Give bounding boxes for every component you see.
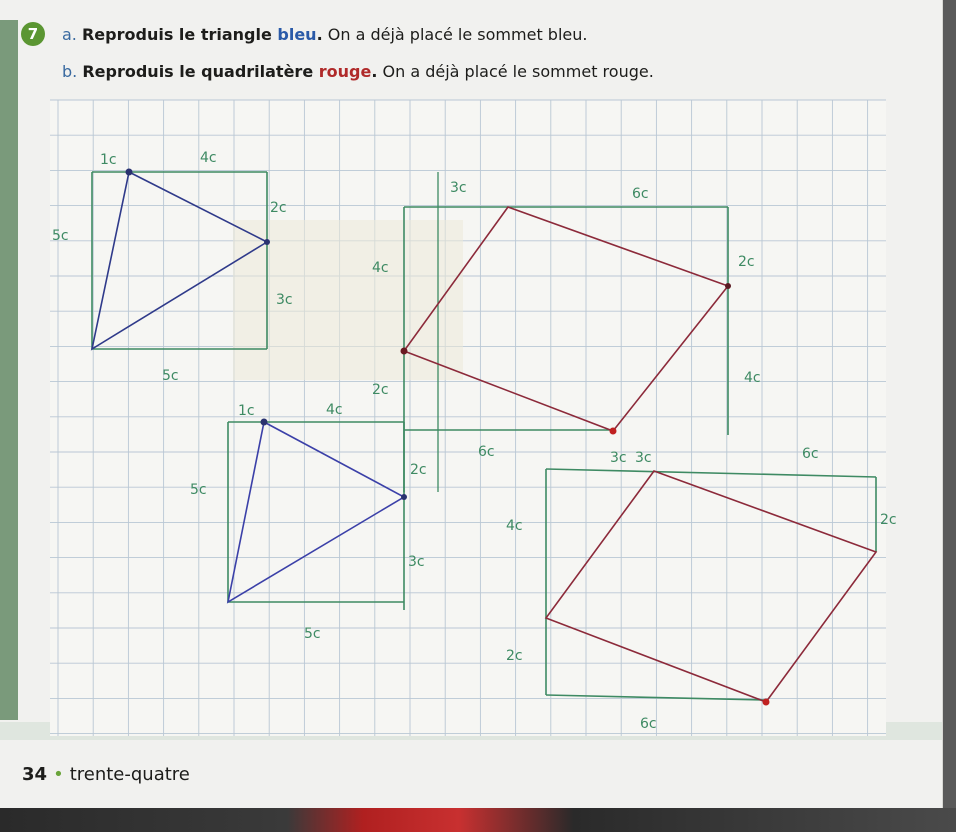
instruction-b: b. Reproduis le quadrilatère rouge. On a… bbox=[62, 62, 654, 81]
footer-dot-icon: • bbox=[53, 764, 64, 785]
t2-label-right-top: 2c bbox=[410, 462, 427, 478]
workbook-page: 7 a. Reproduis le triangle bleu. On a dé… bbox=[0, 0, 942, 808]
instruction-b-rest: On a déjà placé le sommet rouge. bbox=[377, 62, 654, 81]
exercise-number-badge: 7 bbox=[21, 22, 45, 46]
tape-patch bbox=[233, 220, 463, 380]
triangle-2-construction: 1c 4c 5c 2c 3c 5c bbox=[190, 402, 427, 642]
q1-label-left-bottom: 2c bbox=[372, 382, 389, 398]
t1-label-top: 4c bbox=[200, 150, 217, 166]
t2-label-bottom: 5c bbox=[304, 626, 321, 642]
instruction-b-bold: Reproduis le quadrilatère rouge. bbox=[82, 62, 377, 81]
t2-label-right-bottom: 3c bbox=[408, 554, 425, 570]
q2-label-top-left: 3c bbox=[635, 450, 652, 466]
q1-vertex-left bbox=[400, 347, 408, 355]
q1-label-left-top: 4c bbox=[372, 260, 389, 276]
q2-label-top: 6c bbox=[802, 446, 819, 462]
exercise-number: 7 bbox=[27, 25, 39, 43]
triangle-1 bbox=[90, 170, 269, 351]
page-margin-bar bbox=[0, 20, 18, 720]
q2-top-guide bbox=[545, 468, 877, 478]
triangle-2 bbox=[226, 420, 406, 604]
t2-label-left: 5c bbox=[190, 482, 207, 498]
instruction-a-bold: Reproduis le triangle bleu. bbox=[82, 25, 323, 44]
instruction-a-bold-end: . bbox=[316, 25, 323, 44]
q1-vertex-right bbox=[725, 283, 731, 289]
q2-label-left-bottom: 2c bbox=[506, 648, 523, 664]
instruction-a: a. Reproduis le triangle bleu. On a déjà… bbox=[62, 25, 587, 44]
instruction-b-colored-word: rouge bbox=[318, 62, 372, 81]
t1-label-right-top: 2c bbox=[270, 200, 287, 216]
instruction-a-colored-word: bleu bbox=[277, 25, 317, 44]
t2-vertex-right bbox=[401, 494, 407, 500]
background-strip bbox=[0, 808, 956, 832]
q1-label-top-left: 3c bbox=[450, 180, 467, 196]
t1-vertex-right bbox=[264, 239, 270, 245]
q2-label-left-top: 4c bbox=[506, 518, 523, 534]
page-number-words: trente-quatre bbox=[69, 764, 190, 785]
drawing-grid: 1c 4c 5c 2c 3c 5c 1c 4c 5c 2c 3c bbox=[50, 99, 897, 736]
t1-label-bottom: 5c bbox=[162, 368, 179, 384]
instruction-b-bold-end: . bbox=[371, 62, 378, 81]
t2-label-top: 4c bbox=[326, 402, 343, 418]
page-number: 34 bbox=[22, 764, 48, 785]
q2-label-bottom: 6c bbox=[640, 716, 657, 732]
page-footer: 34•trente-quatre bbox=[22, 764, 190, 785]
quadrilateral-2-construction: 3c 6c 2c 4c 2c 6c bbox=[506, 446, 897, 732]
q1-label-right-bottom: 4c bbox=[744, 370, 761, 386]
triangle-1-construction: 1c 4c 5c 2c 3c 5c bbox=[52, 150, 293, 384]
t1-label-right-bottom: 3c bbox=[276, 292, 293, 308]
q1-label-right-top: 2c bbox=[738, 254, 755, 270]
instruction-a-letter: a. bbox=[62, 25, 77, 44]
q1-label-bottom-right: 3c bbox=[610, 450, 627, 466]
quadrilateral-1-construction: 3c 6c 4c 2c 2c 4c 6c 3c bbox=[372, 172, 761, 492]
grid-lines bbox=[50, 99, 886, 736]
t1-label-top-left: 1c bbox=[100, 152, 117, 168]
q1-vertex-red bbox=[609, 427, 617, 435]
q2-bottom-guide bbox=[545, 694, 767, 701]
instruction-a-rest: On a déjà placé le sommet bleu. bbox=[322, 25, 588, 44]
q2-vertex-red bbox=[762, 698, 770, 706]
q1-label-bottom-left: 6c bbox=[478, 444, 495, 460]
t1-vertex-dot bbox=[125, 168, 133, 176]
t1-label-left: 5c bbox=[52, 228, 69, 244]
t2-vertex-dot bbox=[260, 418, 268, 426]
t2-label-top-left: 1c bbox=[238, 403, 255, 419]
drawing-grid-area: 1c 4c 5c 2c 3c 5c 1c 4c 5c 2c 3c bbox=[50, 99, 897, 736]
q2-label-right: 2c bbox=[880, 512, 897, 528]
instruction-a-bold-start: Reproduis le triangle bbox=[81, 25, 278, 44]
q1-label-top: 6c bbox=[632, 186, 649, 202]
instruction-b-letter: b. bbox=[62, 62, 78, 81]
instruction-b-bold-start: Reproduis le quadrilatère bbox=[82, 62, 319, 81]
